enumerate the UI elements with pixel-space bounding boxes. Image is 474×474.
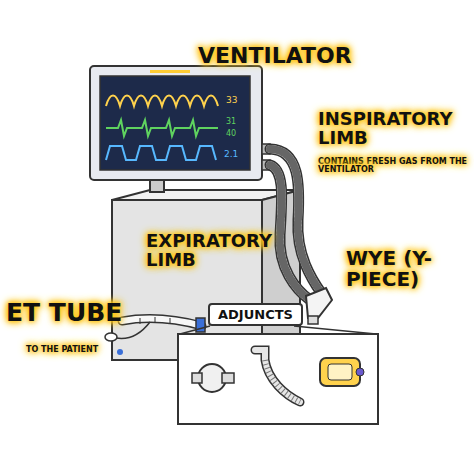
readout-number: 2.1: [224, 150, 248, 159]
part-label: WYE (Y-PIECE): [346, 248, 468, 290]
part-label: INSPIRATORY LIMB: [318, 110, 472, 148]
part-label: EXPIRATORY LIMB: [146, 232, 264, 270]
part-label: VENTILATOR: [198, 44, 358, 67]
readout-number: 33: [226, 96, 248, 105]
note-label: TO THE PATIENT: [26, 346, 126, 354]
adjuncts-box: ADJUNCTS: [208, 303, 303, 326]
box-label: ADJUNCTS: [218, 307, 293, 322]
readout-number: 40: [226, 130, 248, 138]
readout-number: 31: [226, 118, 248, 126]
note-label: CONTAINS FRESH GAS FROM THE VENTILATOR: [318, 158, 468, 175]
part-label: ET TUBE: [6, 300, 126, 326]
